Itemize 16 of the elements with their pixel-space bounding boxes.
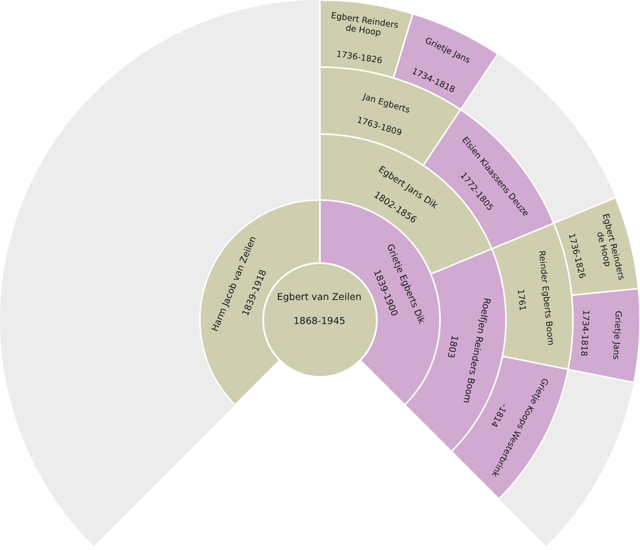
person-name: Egbert Reinders de Hoop — [328, 10, 400, 41]
life-dates: 1761 — [514, 289, 528, 312]
life-dates: 1734-1818 — [578, 310, 590, 356]
life-dates: 1868-1945 — [294, 316, 346, 328]
life-dates: 1736-1826 — [335, 50, 383, 67]
ancestor-segment — [319, 66, 462, 167]
life-dates: 1803 — [444, 334, 460, 358]
ancestor-segment — [422, 108, 555, 250]
person-name: Roelfjen Reinders Boom — [460, 297, 492, 404]
ancestor-segment — [319, 0, 414, 79]
person-name: Egbert van Zeilen — [277, 292, 362, 304]
person-name: Reinder Egberts Boom — [535, 250, 555, 346]
ancestor-segment — [567, 287, 640, 384]
person-name: Grietje Jans — [610, 310, 624, 360]
person-name: Egbert Reinders de Hoop — [593, 212, 628, 283]
ancestor-segment — [552, 196, 640, 297]
